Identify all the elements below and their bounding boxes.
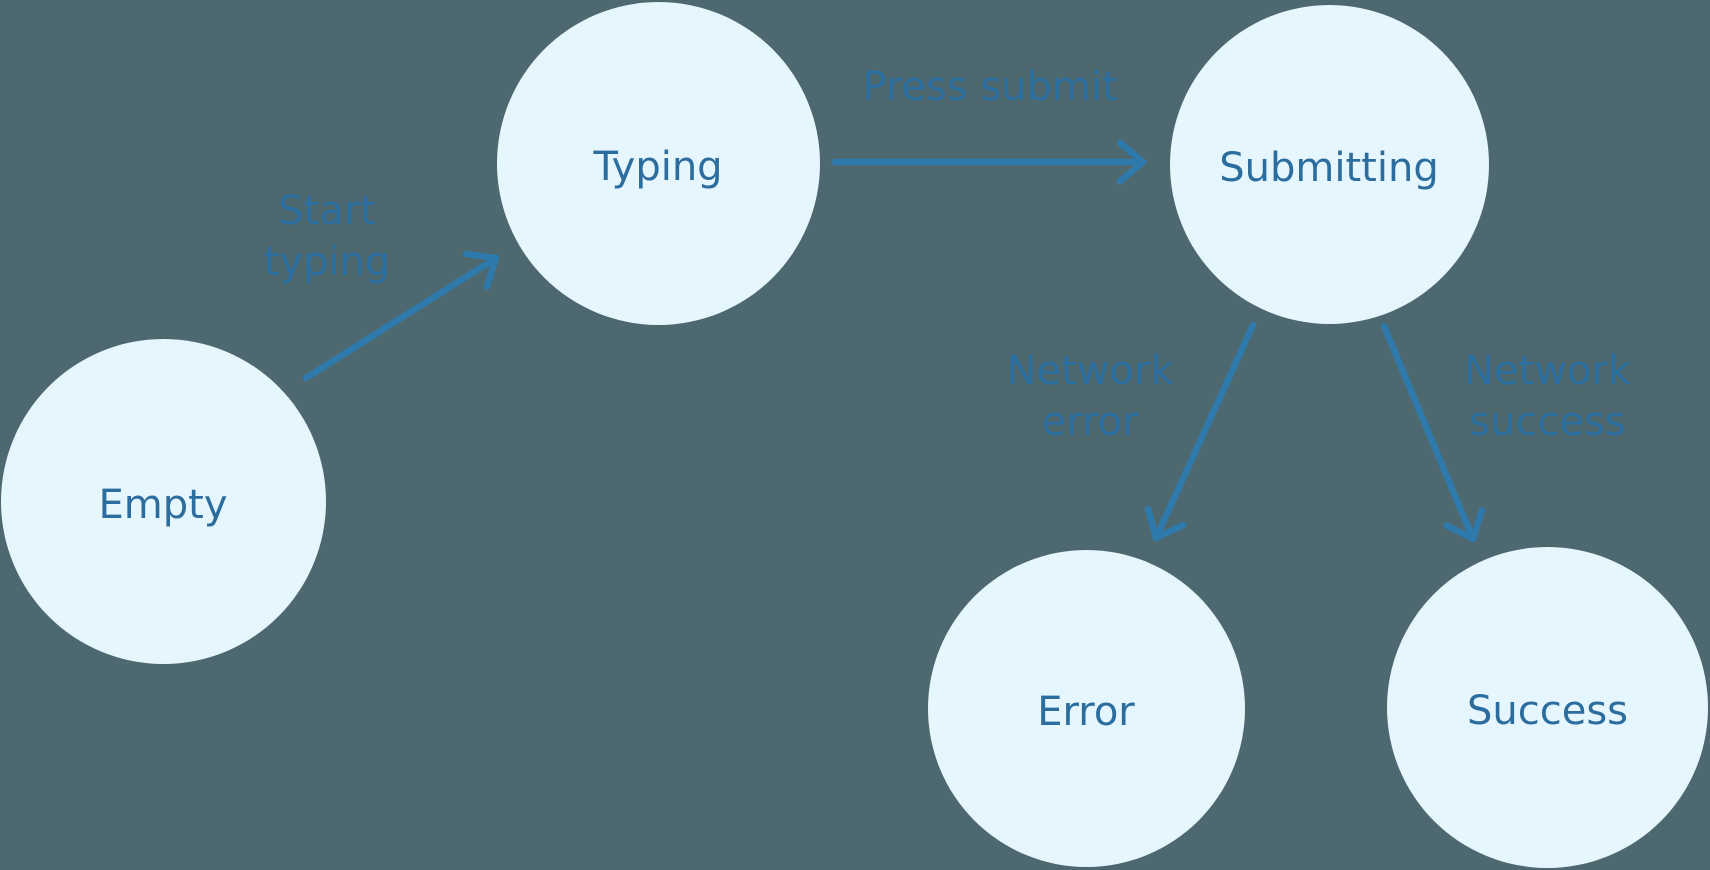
edge-label-start-typing-line2: typing [263, 238, 391, 285]
edge-label-start-typing: Start typing [264, 186, 391, 288]
state-node-typing: Typing [496, 1, 820, 325]
state-label-error: Error [1037, 689, 1135, 735]
state-label-empty: Empty [98, 481, 228, 528]
state-label-typing: Typing [593, 143, 723, 190]
edge-network-error-arrowhead-icon [1144, 505, 1187, 542]
edge-network-success [1380, 322, 1486, 543]
edge-label-network-error: Network error [1006, 346, 1173, 448]
state-node-submitting: Submitting [1169, 5, 1489, 324]
edge-network-error [1144, 321, 1257, 542]
edge-start-typing-shaft [302, 254, 500, 382]
state-node-empty: Empty [0, 338, 326, 664]
state-node-error: Error [927, 550, 1245, 867]
state-label-submitting: Submitting [1219, 145, 1439, 191]
edge-label-network-success: Network success [1464, 346, 1631, 448]
edge-press-submit-arrowhead-icon [1116, 139, 1147, 185]
edge-label-network-error-line2: error [1041, 398, 1139, 445]
edge-label-network-error-line1: Network [1006, 347, 1174, 394]
edge-start-typing-arrowhead-icon [463, 250, 500, 290]
edge-label-network-success-line2: success [1469, 399, 1626, 446]
edge-label-start-typing-line1: Start [278, 187, 376, 234]
edge-network-success-arrowhead-icon [1443, 507, 1486, 543]
edge-label-network-success-line1: Network [1463, 348, 1632, 395]
edge-label-press-submit-line1: Press submit [862, 63, 1118, 110]
edge-network-error-shaft [1152, 321, 1257, 542]
edge-press-submit [831, 139, 1147, 185]
state-node-success: Success [1387, 546, 1708, 868]
edge-start-typing [302, 250, 500, 382]
state-label-success: Success [1466, 687, 1628, 734]
edge-network-success-shaft [1380, 322, 1477, 543]
edge-label-press-submit: Press submit [862, 62, 1117, 113]
